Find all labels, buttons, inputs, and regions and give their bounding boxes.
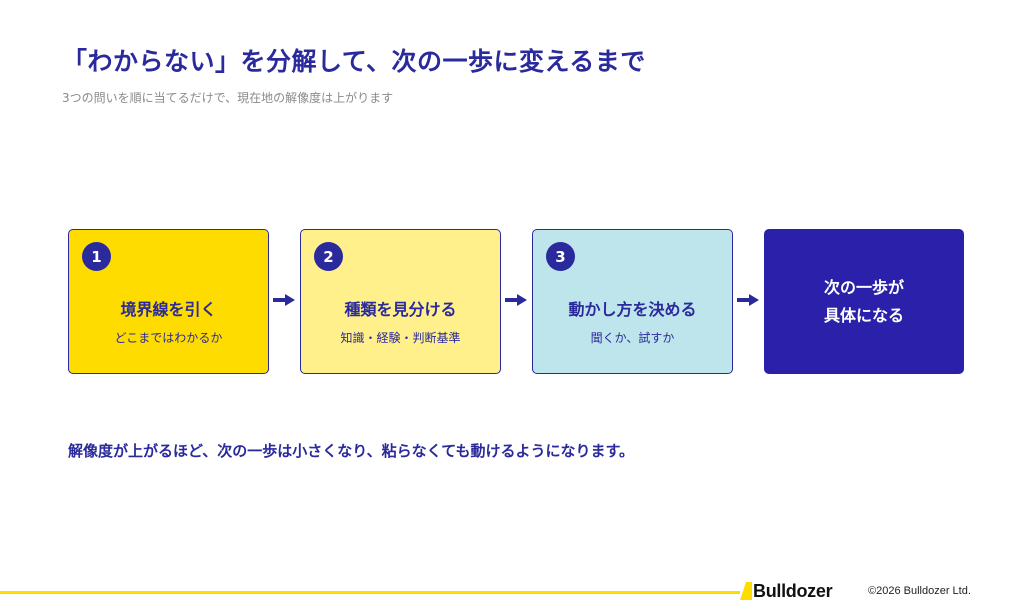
step-card-1: 1 境界線を引く どこまではわかるか — [68, 229, 269, 374]
logo-text: Bulldozer — [753, 580, 833, 601]
step-card-3: 3 動かし方を決める 聞くか、試すか — [532, 229, 733, 374]
result-line-1: 次の一歩が — [823, 277, 904, 297]
step-description: 知識・経験・判断基準 — [340, 331, 461, 345]
brand-logo: Bulldozer — [740, 580, 833, 602]
step-description: どこまではわかるか — [114, 331, 223, 345]
step-label: 動かし方を決める — [568, 300, 697, 319]
result-line-2: 具体になる — [823, 305, 904, 325]
step-number-badge: 3 — [546, 242, 575, 271]
arrow-right-icon — [737, 294, 759, 306]
footer-accent-line — [0, 591, 740, 594]
result-card: 次の一歩が 具体になる — [764, 229, 964, 374]
step-label: 境界線を引く — [120, 300, 217, 319]
step-number-badge: 1 — [82, 242, 111, 271]
summary-message: 解像度が上がるほど、次の一歩は小さくなり、粘らなくても動けるようになります。 — [68, 442, 634, 460]
page-subtitle: 3つの問いを順に当てるだけで、現在地の解像度は上がります — [62, 91, 394, 105]
step-description: 聞くか、試すか — [590, 331, 675, 345]
step-card-2: 2 種類を見分ける 知識・経験・判断基準 — [300, 229, 501, 374]
step-number-badge: 2 — [314, 242, 343, 271]
step-label: 種類を見分ける — [344, 300, 457, 319]
page-title: 「わからない」を分解して、次の一歩に変えるまで — [62, 47, 646, 76]
logo-mark-icon — [740, 582, 752, 600]
arrow-right-icon — [273, 294, 295, 306]
copyright-text: ©2026 Bulldozer Ltd. — [868, 585, 971, 597]
arrow-right-icon — [505, 294, 527, 306]
